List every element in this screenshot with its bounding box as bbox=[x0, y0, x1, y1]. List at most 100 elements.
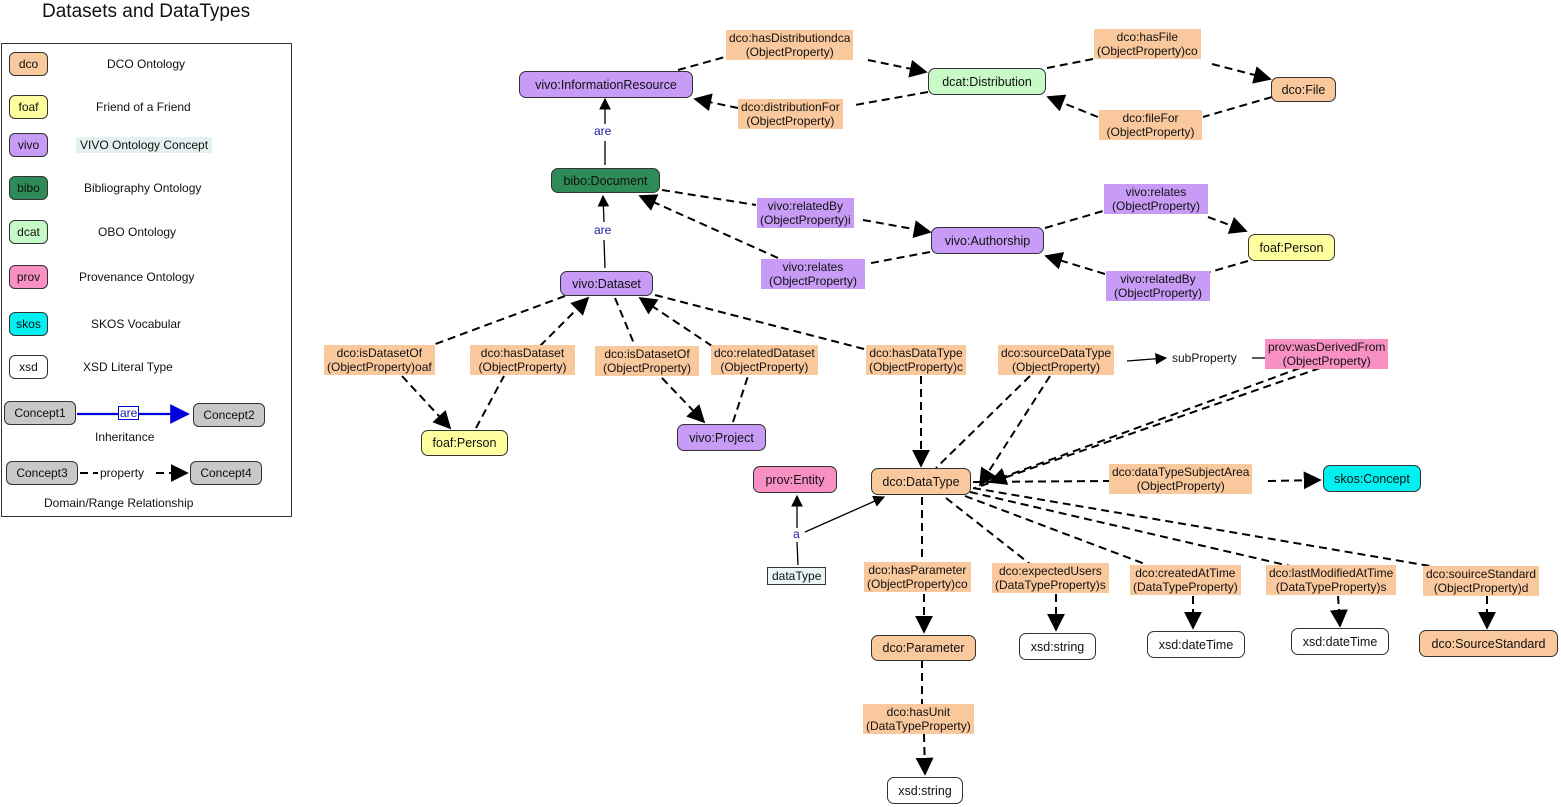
label-has-data-type: dco:hasDataType(ObjectProperty)c bbox=[866, 345, 967, 375]
label-source-standard: dco:souirceStandard(ObjectProperty)d bbox=[1423, 566, 1540, 596]
legend-swatch-foaf: foaf bbox=[9, 95, 48, 119]
node-datetime-1[interactable]: xsd:dateTime bbox=[1147, 631, 1245, 658]
label-last-modified: dco:lastModifiedAtTime(DataTypeProperty)… bbox=[1266, 565, 1397, 595]
node-skos-concept[interactable]: skos:Concept bbox=[1323, 465, 1421, 492]
label-a: a bbox=[793, 527, 800, 541]
label-is-dataset-of-2: dco:isDatasetOf(ObjectProperty) bbox=[595, 346, 699, 376]
edge-has-file bbox=[1046, 58, 1270, 79]
node-datetime-2[interactable]: xsd:dateTime bbox=[1291, 628, 1389, 655]
edge-related-dataset bbox=[640, 298, 749, 423]
legend-desc-bibo: Bibliography Ontology bbox=[84, 181, 202, 195]
label-related-dataset: dco:relatedDataset(ObjectProperty) bbox=[711, 345, 818, 375]
edge-related-by-1 bbox=[661, 189, 930, 232]
legend-inherit-to: Concept2 bbox=[193, 403, 265, 427]
edge-last-modified bbox=[969, 491, 1340, 626]
label-has-unit: dco:hasUnit(DataTypeProperty) bbox=[863, 704, 974, 734]
node-document[interactable]: bibo:Document bbox=[551, 168, 660, 193]
legend-swatch-bibo: bibo bbox=[9, 176, 48, 200]
legend-desc-xsd: XSD Literal Type bbox=[83, 360, 173, 374]
label-has-file: dco:hasFile(ObjectProperty)co bbox=[1094, 29, 1201, 59]
edge-has-distribution bbox=[677, 57, 926, 72]
legend-desc-dco: DCO Ontology bbox=[107, 57, 186, 71]
node-string-1[interactable]: xsd:string bbox=[1019, 633, 1096, 660]
legend-swatch-xsd: xsd bbox=[9, 355, 48, 379]
label-related-by-2: vivo:relatedBy(ObjectProperty) bbox=[1106, 271, 1210, 301]
label-expected-users: dco:expectedUsers(DataTypeProperty)s bbox=[992, 563, 1109, 593]
legend-inherit-from: Concept1 bbox=[4, 401, 76, 425]
edge-distribution-for bbox=[695, 92, 929, 108]
legend-desc-dcat: OBO Ontology bbox=[98, 225, 177, 239]
legend-property-label: property bbox=[100, 466, 145, 480]
edge-is-dataset-of-2 bbox=[614, 297, 704, 422]
legend-property-to: Concept4 bbox=[190, 461, 262, 485]
edge-sub-property bbox=[1126, 352, 1168, 365]
edge-was-derived-from bbox=[988, 367, 1301, 485]
legend-property-from: Concept3 bbox=[6, 461, 78, 485]
legend-swatch-skos: skos bbox=[9, 312, 48, 336]
legend-desc-prov: Provenance Ontology bbox=[79, 270, 195, 284]
node-file[interactable]: dco:File bbox=[1271, 77, 1336, 102]
label-created-at: dco:createdAtTime(DataTypeProperty) bbox=[1130, 565, 1241, 595]
node-datatype-literal[interactable]: dataType bbox=[767, 567, 827, 585]
edge-relates-2 bbox=[1044, 210, 1246, 231]
label-has-dataset: dco:hasDataset(ObjectProperty) bbox=[470, 345, 575, 375]
legend bbox=[1, 43, 292, 517]
node-string-2[interactable]: xsd:string bbox=[887, 777, 963, 804]
node-parameter[interactable]: dco:Parameter bbox=[871, 635, 976, 661]
edge-source-data-type-2 bbox=[935, 375, 1031, 469]
node-source-standard[interactable]: dco:SourceStandard bbox=[1419, 630, 1558, 657]
label-file-for: dco:fileFor(ObjectProperty) bbox=[1099, 110, 1202, 140]
label-are-dataset: are bbox=[594, 223, 612, 237]
node-datatype[interactable]: dco:DataType bbox=[871, 468, 971, 495]
label-relates-2: vivo:relates(ObjectProperty) bbox=[1104, 184, 1208, 214]
label-source-data-type: dco:sourceDataType(ObjectProperty) bbox=[998, 345, 1115, 375]
edge-created-at bbox=[964, 495, 1193, 628]
legend-swatch-dcat: dcat bbox=[9, 220, 48, 244]
legend-inherit-label: are bbox=[118, 406, 140, 420]
label-relates-1: vivo:relates(ObjectProperty) bbox=[761, 259, 865, 289]
label-sub-property: subProperty bbox=[1172, 351, 1237, 365]
legend-property-caption: Domain/Range Relationship bbox=[44, 496, 194, 510]
edge-a-datatype bbox=[804, 495, 886, 533]
label-related-by-1: vivo:relatedBy(ObjectProperty)i bbox=[757, 198, 854, 228]
node-information-resource[interactable]: vivo:InformationResource bbox=[519, 71, 693, 98]
legend-inherit-caption: Inheritance bbox=[95, 430, 155, 444]
label-distribution-for: dco:distributionFor(ObjectProperty) bbox=[738, 99, 843, 129]
legend-swatch-dco: dco bbox=[9, 52, 48, 76]
node-person-right[interactable]: foaf:Person bbox=[1248, 234, 1335, 261]
edge-related-by-2 bbox=[1046, 256, 1249, 275]
node-project[interactable]: vivo:Project bbox=[677, 424, 766, 451]
label-has-parameter: dco:hasParameter(ObjectProperty)co bbox=[864, 562, 971, 592]
edge-is-dataset-of-1 bbox=[401, 295, 566, 428]
edge-a-stem bbox=[796, 541, 799, 566]
label-subject-area: dco:dataTypeSubjectArea(ObjectProperty) bbox=[1109, 464, 1253, 494]
node-dataset[interactable]: vivo:Dataset bbox=[560, 271, 653, 296]
edge-source-standard bbox=[972, 487, 1487, 628]
edge-expected-users bbox=[945, 497, 1056, 630]
edge-source-data-type bbox=[979, 375, 1051, 487]
label-has-distribution: dco:hasDistributiondca(ObjectProperty) bbox=[726, 30, 854, 60]
node-entity[interactable]: prov:Entity bbox=[753, 466, 837, 493]
label-are-document: are bbox=[594, 124, 612, 138]
legend-desc-foaf: Friend of a Friend bbox=[96, 100, 191, 114]
edge-has-dataset bbox=[475, 298, 588, 429]
edge-file-for bbox=[1048, 97, 1273, 118]
edge-has-unit bbox=[922, 660, 925, 774]
node-authorship[interactable]: vivo:Authorship bbox=[931, 227, 1044, 254]
edge-was-derived-from-2 bbox=[974, 367, 1321, 489]
page-title: Datasets and DataTypes bbox=[42, 1, 251, 22]
legend-desc-vivo: VIVO Ontology Concept bbox=[76, 137, 213, 153]
node-distribution[interactable]: dcat:Distribution bbox=[928, 68, 1046, 95]
edge-subject-area bbox=[972, 480, 1320, 482]
legend-swatch-vivo: vivo bbox=[9, 133, 48, 157]
label-was-derived-from: prov:wasDerivedFrom(ObjectProperty) bbox=[1265, 339, 1389, 369]
node-person-left[interactable]: foaf:Person bbox=[421, 430, 508, 456]
edge-are-dataset bbox=[603, 196, 605, 269]
edge-has-data-type bbox=[654, 294, 921, 466]
legend-swatch-prov: prov bbox=[9, 265, 48, 289]
edge-has-parameter bbox=[922, 497, 924, 632]
edge-relates-1 bbox=[640, 196, 931, 265]
label-is-dataset-of-1: dco:isDatasetOf(ObjectProperty)oaf bbox=[324, 345, 435, 375]
legend-desc-skos: SKOS Vocabular bbox=[91, 317, 182, 331]
